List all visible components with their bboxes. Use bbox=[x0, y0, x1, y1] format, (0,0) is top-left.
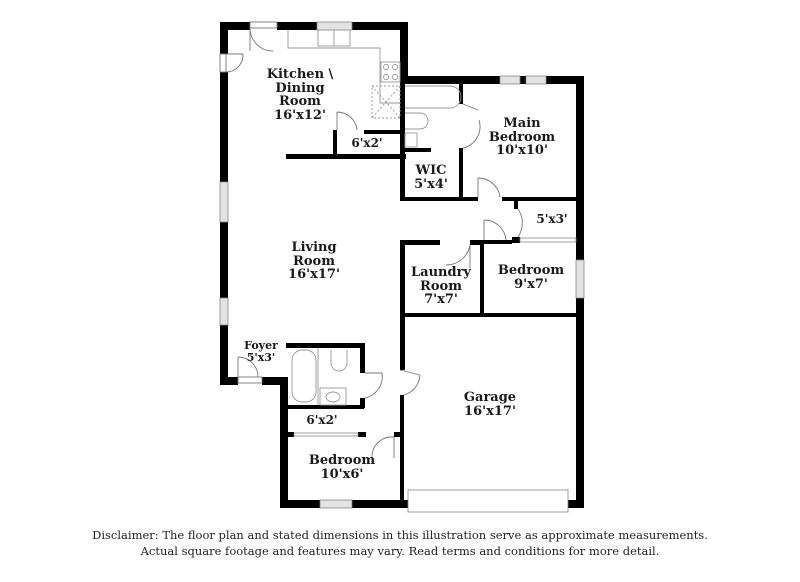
disclaimer-line-2: Actual square footage and features may v… bbox=[140, 544, 660, 558]
room-label-foyer: Foyer 5'x3' bbox=[244, 340, 278, 363]
disclaimer: Disclaimer: The floor plan and stated di… bbox=[0, 527, 800, 559]
room-dimensions: 5'x3' bbox=[536, 212, 568, 226]
room-name: Kitchen \ bbox=[266, 67, 334, 82]
room-dimensions: 16'x17' bbox=[288, 267, 340, 283]
room-dimensions: 16'x12' bbox=[274, 107, 326, 123]
room-dimensions: 10'x6' bbox=[320, 466, 364, 482]
room-name: Room bbox=[293, 253, 335, 269]
room-label-closet-hall: 5'x3' bbox=[536, 213, 567, 226]
room-dimensions: 5'x3' bbox=[246, 350, 276, 364]
room-name: WIC bbox=[415, 163, 447, 178]
room-name: Dining bbox=[275, 80, 325, 96]
room-dimensions: 9'x7' bbox=[514, 276, 548, 292]
exterior-walls bbox=[220, 22, 584, 508]
room-dimensions: 7'x7' bbox=[424, 292, 458, 308]
room-label-wic: WIC 5'x4' bbox=[414, 164, 448, 191]
room-name: Living bbox=[291, 240, 337, 255]
room-label-pantry: 6'x2' bbox=[351, 137, 382, 150]
room-dimensions: 16'x17' bbox=[464, 403, 516, 419]
room-label-living-room: Living Room 16'x17' bbox=[288, 241, 340, 282]
room-name: Laundry bbox=[411, 265, 471, 280]
interior-walls bbox=[286, 84, 580, 508]
room-name: Room bbox=[279, 94, 321, 110]
room-dimensions: 5'x4' bbox=[414, 176, 448, 192]
windows bbox=[219, 21, 585, 513]
room-label-bedroom-2: Bedroom 9'x7' bbox=[498, 264, 564, 291]
room-label-kitchen: Kitchen \ Dining Room 16'x12' bbox=[267, 68, 334, 123]
room-label-laundry: Laundry Room 7'x7' bbox=[411, 266, 471, 307]
room-name: Garage bbox=[463, 390, 517, 405]
room-name: Bedroom bbox=[488, 129, 556, 145]
room-name: Foyer bbox=[244, 339, 278, 352]
doors bbox=[219, 21, 523, 459]
room-label-bedroom-3: Bedroom 10'x6' bbox=[309, 454, 375, 481]
fixtures bbox=[287, 29, 462, 406]
room-dimensions: 6'x2' bbox=[306, 413, 338, 427]
room-dimensions: 6'x2' bbox=[351, 136, 383, 150]
room-label-main-bedroom: Main Bedroom 10'x10' bbox=[489, 117, 555, 158]
room-name: Bedroom bbox=[497, 263, 565, 278]
room-name: Bedroom bbox=[308, 453, 376, 468]
room-name: Room bbox=[420, 278, 462, 294]
room-name: Main bbox=[503, 116, 541, 131]
disclaimer-line-1: Disclaimer: The floor plan and stated di… bbox=[92, 528, 708, 542]
room-label-garage: Garage 16'x17' bbox=[464, 391, 516, 418]
room-label-closet-2: 6'x2' bbox=[306, 414, 337, 427]
room-dimensions: 10'x10' bbox=[496, 143, 548, 159]
